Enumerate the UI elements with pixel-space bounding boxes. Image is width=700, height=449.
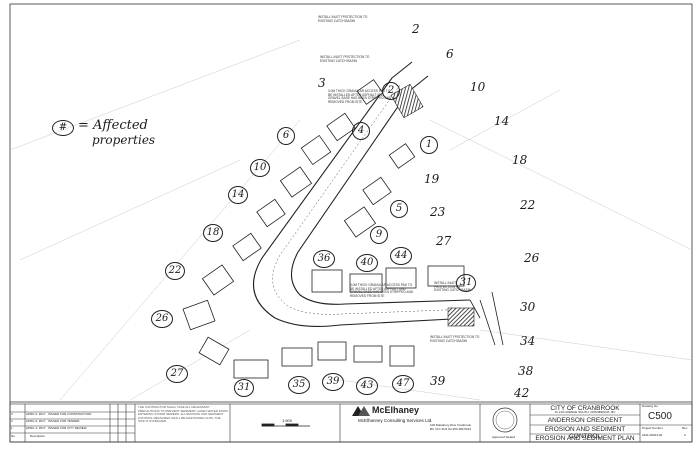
lot-3: 3 <box>318 76 326 90</box>
affected-lot-27: 27 <box>166 365 188 383</box>
project-number: 2441-00013-00 <box>642 433 663 437</box>
rev-2-desc: ISSUED FOR TENDER <box>48 419 80 423</box>
affected-lot-5: 5 <box>390 200 408 218</box>
project-no-label: Project Number <box>642 426 663 430</box>
lot-2-north: 2 <box>412 22 420 36</box>
note-inlet-east: INSTALL INLET PROTECTION TO EXISTING CAT… <box>434 281 471 293</box>
anderson-crescent-road <box>253 61 471 327</box>
drawing-title-1: EROSION AND SEDIMENT CONTROL <box>544 426 626 440</box>
affected-lot-26: 26 <box>151 310 173 328</box>
affected-lot-2: 2 <box>382 82 400 100</box>
rev-header-desc: Description <box>30 434 46 438</box>
affected-lot-31-east: 31 <box>456 274 476 292</box>
title-block-frame <box>9 403 693 443</box>
lot-22-east: 22 <box>520 198 536 212</box>
scale-bar <box>261 423 310 427</box>
rev-1-desc: ISSUED FOR CONSTRUCTION <box>48 412 92 416</box>
lot-14-north: 14 <box>494 114 510 128</box>
affected-lot-1: 1 <box>420 136 438 154</box>
drawing-no-label: Drawing No. <box>642 404 659 408</box>
affected-lot-31: 31 <box>234 379 254 397</box>
lot-42-east: 42 <box>514 386 530 400</box>
rev-number: 0 <box>684 433 686 437</box>
lot-30-east: 30 <box>520 300 536 314</box>
client-name: CITY OF CRANBROOK <box>550 405 620 412</box>
affected-lot-22: 22 <box>165 262 185 280</box>
lot-10-north: 10 <box>470 80 486 94</box>
rev-3-no: 1 <box>11 426 13 430</box>
drawing-title-2: EROSION AND SEDIMENT PLAN <box>535 435 635 442</box>
mcelhanney-logo <box>352 406 370 416</box>
lot-23: 23 <box>430 205 446 219</box>
seal-label: Approved Sealed <box>492 435 516 439</box>
affected-lot-35: 35 <box>288 376 310 394</box>
rev-3-date: APRIL 3, 2017 <box>26 426 46 430</box>
rev-2-date: APRIL 6, 2017 <box>26 419 46 423</box>
affected-lot-4: 4 <box>352 122 370 140</box>
engineer-seal <box>492 407 518 433</box>
project-name: ANDERSON CRESCENT <box>547 417 623 424</box>
affected-lot-36: 36 <box>313 250 335 268</box>
affected-lot-39: 39 <box>322 373 344 391</box>
lot-18-north: 18 <box>512 153 528 167</box>
company-sub: McElhanney Consulting Services Ltd. <box>358 418 433 423</box>
note-inlet-mid: INSTALL INLET PROTECTION TO EXISTING CAT… <box>320 55 370 63</box>
company-address: 100 Dalesbury Dive Cranbrook BC V1C 3N1 … <box>430 423 472 431</box>
legend-text-1: = Affected <box>78 118 148 133</box>
affected-lot-40: 40 <box>356 254 378 272</box>
drawing-number: C500 <box>648 411 672 422</box>
lot-38-east: 38 <box>518 364 534 378</box>
affected-lot-18: 18 <box>203 224 223 242</box>
lot-39-east: 39 <box>430 374 446 388</box>
lot-26-east: 26 <box>524 251 540 265</box>
affected-lot-10: 10 <box>250 159 270 177</box>
affected-lot-14: 14 <box>228 186 248 204</box>
affected-lot-43: 43 <box>356 377 378 395</box>
affected-lot-6: 6 <box>277 127 295 145</box>
company-name: McElhaney <box>372 405 420 415</box>
lot-19: 19 <box>424 172 440 186</box>
legend-text-2: properties <box>92 133 156 147</box>
rev-label: Rev <box>682 426 688 430</box>
note-access-south: 3.0m THICK GRANULAR ACCESS PAD TO BE INS… <box>350 283 414 298</box>
legend-symbol: # <box>52 120 74 136</box>
rev-2-no: 2 <box>11 419 13 423</box>
scale-label: 1:500 <box>282 418 293 423</box>
house-footprints <box>182 79 465 379</box>
note-inlet-south: INSTALL INLET PROTECTION TO EXISTING CAT… <box>430 335 480 343</box>
note-access-north: 3.0m THICK GRANULAR ACCESS PAD TO BE INS… <box>328 89 392 104</box>
affected-lot-9: 9 <box>370 226 388 244</box>
lot-34-east: 34 <box>520 334 536 348</box>
general-notes-block: THE CONTRACTOR SHALL TAKE ALL NECESSARY … <box>138 406 228 424</box>
rev-1-no: 3 <box>11 412 13 416</box>
client-sub: 10 13th AVENUE SOUTH, CRANBROOK, BC <box>554 410 616 414</box>
lot-27-east: 27 <box>436 234 452 248</box>
lot-6-north: 6 <box>446 47 454 61</box>
access-pad-south <box>447 307 475 327</box>
note-inlet-top: INSTALL INLET PROTECTION TO EXISTING CAT… <box>318 15 368 23</box>
affected-lot-44: 44 <box>390 247 412 265</box>
rev-3-desc: ISSUED FOR CITY REVIEW <box>48 426 87 430</box>
rev-1-date: APRIL 6, 2017 <box>26 412 46 416</box>
affected-lot-47: 47 <box>392 375 414 393</box>
rev-header-no: No. <box>11 434 16 438</box>
